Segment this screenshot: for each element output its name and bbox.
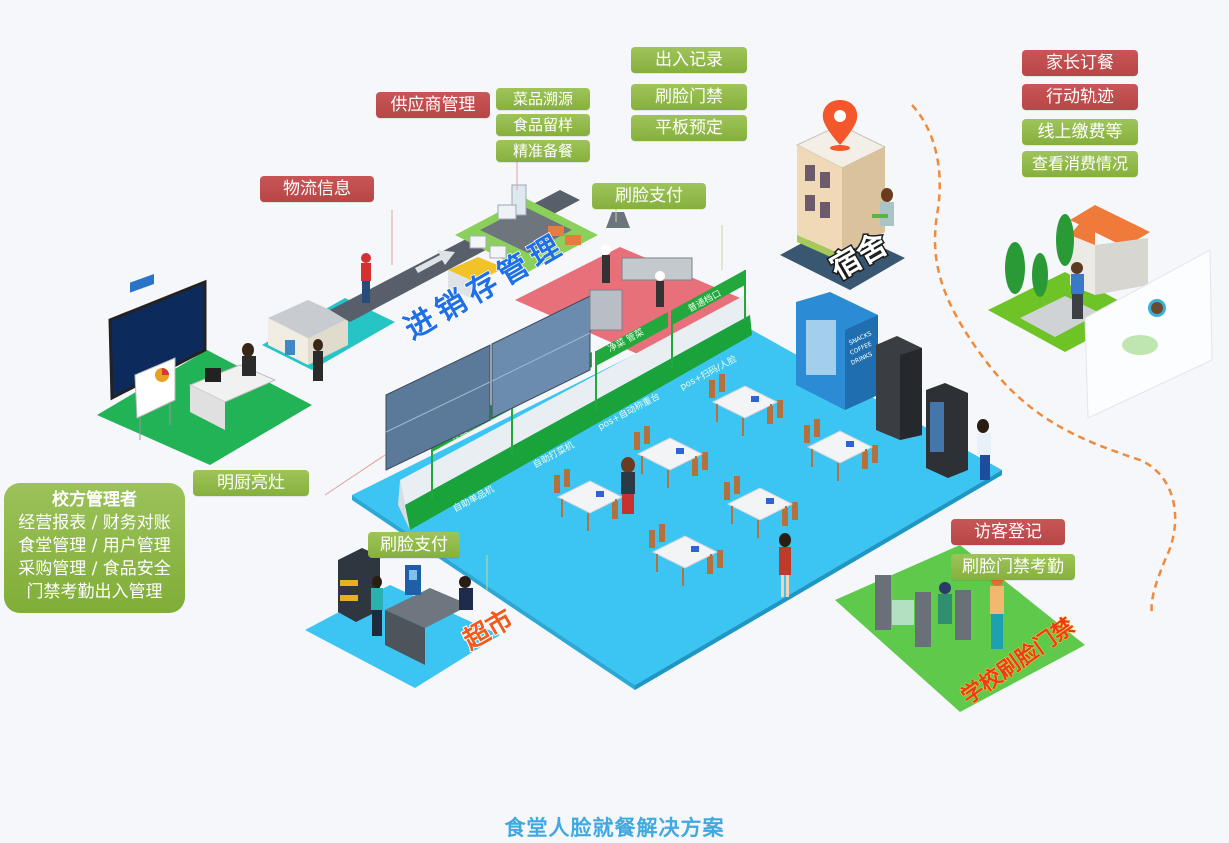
dining-table	[634, 426, 708, 488]
tag-tablet-booking[interactable]: 平板预定	[631, 115, 747, 141]
trees	[1005, 214, 1074, 297]
parent-figure	[1071, 262, 1084, 319]
data-dashboard-screen	[108, 273, 207, 401]
delivery-courier	[361, 253, 371, 303]
refrigerator	[876, 336, 922, 440]
table-top	[726, 487, 794, 521]
businessman-figure	[313, 339, 323, 381]
chair	[814, 419, 820, 437]
delivery-person	[977, 419, 991, 480]
tag-face-gate[interactable]: 刷脸门禁	[631, 84, 747, 110]
admin-panel-line: 采购管理 / 食品安全	[18, 559, 171, 579]
shopper-figure	[371, 576, 383, 636]
food-cabinet	[926, 383, 968, 478]
dining-table	[709, 374, 783, 436]
chair	[709, 380, 715, 398]
tag-open-kitchen[interactable]: 明厨亮灶	[193, 470, 309, 496]
school-admin-panel: 校方管理者 经营报表 / 财务对账 食堂管理 / 用户管理 采购管理 / 食品安…	[4, 483, 185, 613]
dormitory-building	[780, 124, 905, 290]
tag-dish-traceability[interactable]: 菜品溯源	[496, 88, 590, 110]
chair	[649, 530, 655, 548]
shelf	[338, 548, 380, 622]
chair	[872, 445, 878, 463]
chair	[734, 476, 740, 494]
tag-face-pay-market[interactable]: 刷脸支付	[368, 532, 460, 558]
checkout-counter	[385, 565, 470, 665]
chair	[702, 452, 708, 470]
chair	[634, 432, 640, 450]
table-top	[806, 430, 874, 464]
table-top	[651, 535, 719, 569]
admin-panel-line: 经营报表 / 财务对账	[18, 513, 171, 533]
chair	[777, 400, 783, 418]
kitchen-equipment	[589, 212, 693, 331]
tag-view-spending[interactable]: 查看消费情况	[1022, 151, 1138, 177]
road-arrow	[415, 250, 455, 273]
qr-code-card	[596, 491, 604, 497]
presentation-board	[134, 357, 176, 440]
map-tracking-card	[1084, 249, 1213, 419]
admin-panel-line: 食堂管理 / 用户管理	[18, 536, 171, 556]
tag-supplier-management[interactable]: 供应商管理	[376, 92, 490, 118]
dining-table	[554, 469, 628, 531]
dining-table	[724, 476, 798, 538]
chair	[564, 469, 570, 487]
vending-machine: SNACKS COFFEE DRINKS	[796, 292, 878, 410]
admin-panel-line: 门禁考勤出入管理	[26, 582, 163, 602]
chair	[659, 524, 665, 542]
tag-face-attendance[interactable]: 刷脸门禁考勤	[951, 554, 1075, 580]
chair	[554, 475, 560, 493]
qr-code-card	[751, 396, 759, 402]
location-pin-icon	[822, 100, 858, 151]
dining-tables	[554, 374, 878, 586]
tag-face-pay-kitchen[interactable]: 刷脸支付	[592, 183, 706, 209]
qr-code-card	[676, 448, 684, 454]
tag-movement-track[interactable]: 行动轨迹	[1022, 84, 1138, 110]
tag-food-sampling[interactable]: 食品留样	[496, 114, 590, 136]
chair	[719, 374, 725, 392]
qr-code-card	[766, 498, 774, 504]
tag-online-payment[interactable]: 线上缴费等	[1022, 119, 1138, 145]
qr-code-card	[846, 441, 854, 447]
city-buildings	[469, 184, 581, 259]
face-gate-turnstiles	[875, 575, 971, 647]
tag-precise-meal-prep[interactable]: 精准备餐	[496, 140, 590, 162]
office-desk	[188, 343, 277, 430]
chair	[792, 502, 798, 520]
tag-access-record[interactable]: 出入记录	[631, 47, 747, 73]
cctv-video-wall	[385, 295, 591, 471]
tag-visitor-registration[interactable]: 访客登记	[951, 519, 1065, 545]
table-top	[711, 385, 779, 419]
qr-code-card	[691, 546, 699, 552]
connector-line	[324, 454, 386, 496]
tag-logistics-info[interactable]: 物流信息	[260, 176, 374, 202]
cashier-figure	[459, 576, 473, 610]
chair	[724, 482, 730, 500]
student-with-tablet	[872, 188, 894, 226]
admin-panel-title: 校方管理者	[52, 490, 137, 510]
chair	[804, 425, 810, 443]
tag-parent-order[interactable]: 家长订餐	[1022, 50, 1138, 76]
dining-table	[804, 419, 878, 481]
dining-table	[649, 524, 723, 586]
delivery-truck	[448, 257, 505, 300]
customer-figure	[779, 533, 791, 597]
boundary-dashed-curve	[911, 104, 1177, 616]
diagram-caption: 食堂人脸就餐解决方案	[504, 816, 725, 840]
dining-hall-floor-edge-right	[635, 470, 1002, 690]
chair	[644, 426, 650, 444]
chair	[717, 550, 723, 568]
waitress-figure	[621, 457, 635, 514]
table-top	[636, 437, 704, 471]
